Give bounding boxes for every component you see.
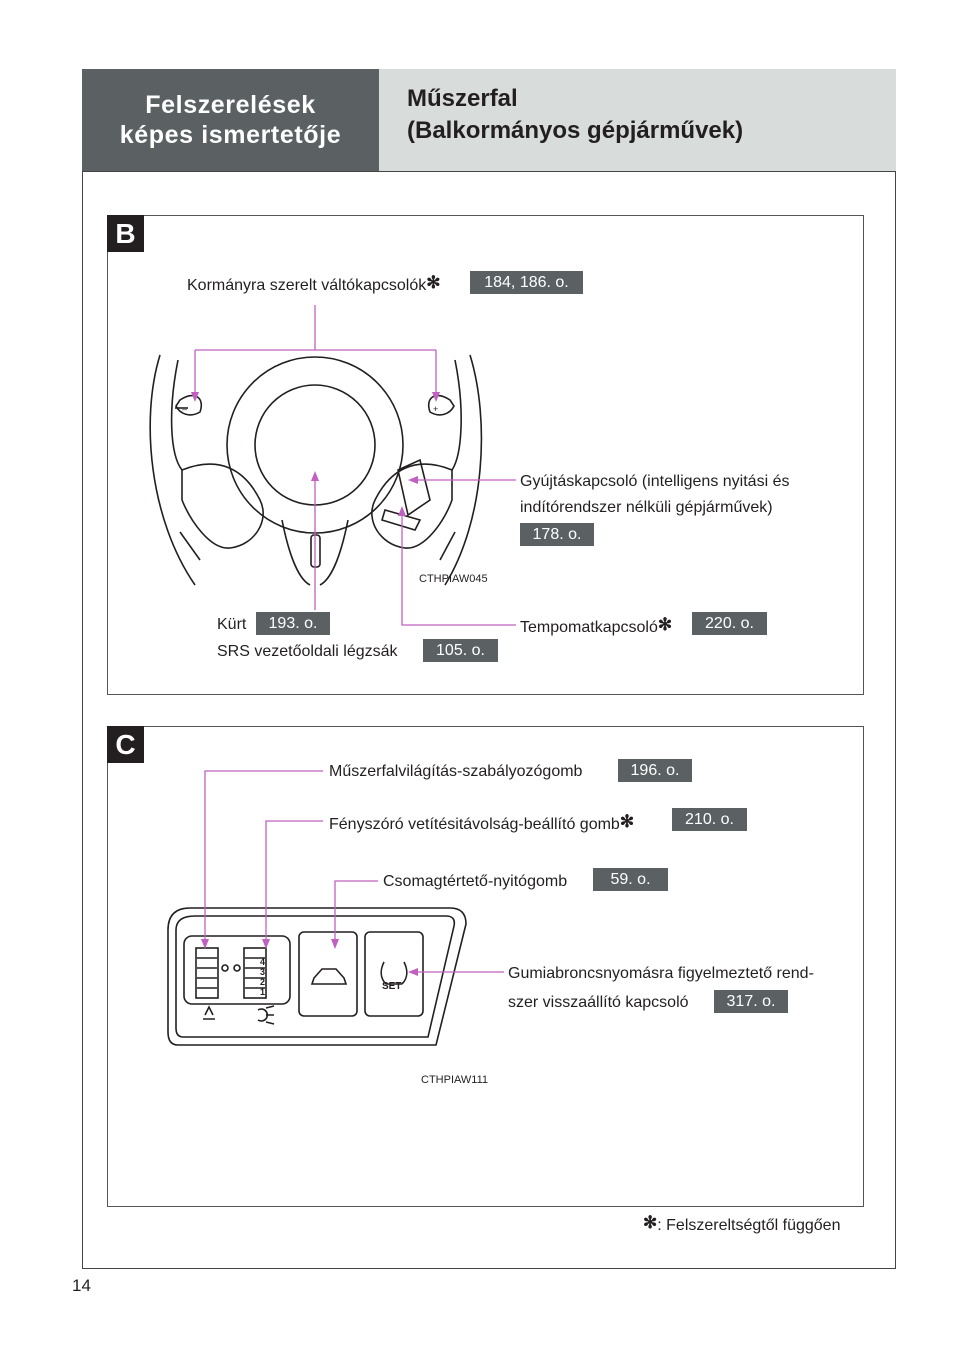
headlight-leveling-label: Fényszóró vetítésitávolság-beállító gomb… [329,812,634,835]
leveling-scale-2: 2 [260,977,266,987]
leveling-scale-3: 3 [260,967,266,977]
paddle-shifters-page-ref[interactable]: 184, 186. o. [470,271,583,294]
horn-label: Kürt [217,616,247,633]
tpms-reset-page-ref[interactable]: 317. o. [714,990,788,1013]
switch-panel-illustration [167,907,467,1046]
equipment-star-icon: ✻ [657,615,673,634]
horn-page-ref[interactable]: 193. o. [256,612,330,635]
dimmer-page-ref[interactable]: 196. o. [618,759,692,782]
page-number: 14 [72,1276,91,1295]
paddle-shifters-text: Kormányra szerelt váltókapcsolók [187,277,427,294]
ignition-switch-label-line1: Gyújtáskapcsoló (intelligens nyitási és [520,473,790,490]
figure-code-c: CTHPIAW111 [421,1074,489,1086]
leveling-scale-4: 4 [260,957,266,967]
svg-text:–: – [182,404,187,414]
cruise-control-text: Tempomatkapcsoló [520,619,658,636]
panel-c-badge: C [107,726,144,763]
headlight-leveling-text: Fényszóró vetítésitávolság-beállító gomb [329,816,620,833]
page-title-line2: (Balkormányos gépjárművek) [407,117,744,144]
trunk-opener-page-ref[interactable]: 59. o. [593,868,668,891]
section-title-line2: képes ismertetője [119,121,342,149]
panel-b [107,215,864,695]
page-title: Műszerfal (Balkormányos gépjárművek) [379,69,896,171]
leader-arrowheads [191,392,440,976]
paddle-shifters-label: Kormányra szerelt váltókapcsolók✻ [187,273,440,296]
figure-code-b: CTHPIAW045 [419,573,488,585]
equipment-star-icon: ✻ [643,1213,658,1232]
panel-c [107,726,864,1207]
headlight-leveling-page-ref[interactable]: 210. o. [672,808,747,831]
panel-b-badge: B [107,215,144,252]
ignition-switch-label-line2: indítórendszer nélküli gépjárművek) [520,499,773,516]
section-title-line1: Felszerelések [145,91,316,119]
footnote-text: : Felszereltségtől függően [657,1217,841,1234]
leader-lines [194,305,516,973]
leveling-scale-1: 1 [260,987,266,997]
section-header: Felszerelések képes ismertetője [82,69,379,171]
header-divider [82,171,896,172]
page-title-line1: Műszerfal [407,85,518,112]
dimmer-label: Műszerfalvilágítás-szabályozógomb [329,763,583,780]
tpms-reset-label-line2: szer visszaállító kapcsoló [508,994,689,1011]
ignition-switch-page-ref[interactable]: 178. o. [520,523,594,546]
tpms-reset-label-line1: Gumiabroncsnyomásra figyelmeztető rend- [508,965,814,982]
equipment-star-icon: ✻ [426,273,441,292]
equipment-star-icon: ✻ [619,812,635,831]
footnote: ✻: Felszereltségtől függően [643,1213,840,1236]
svg-text:+: + [433,404,438,414]
trunk-opener-label: Csomagtértető-nyitógomb [383,873,568,890]
steering-wheel-illustration: – + [149,354,483,586]
cruise-control-page-ref[interactable]: 220. o. [692,612,767,635]
airbag-page-ref[interactable]: 105. o. [423,639,498,662]
tpms-set-text: SET [382,981,402,992]
cruise-control-label: Tempomatkapcsoló✻ [520,615,672,638]
airbag-label: SRS vezetőoldali légzsák [217,643,398,660]
